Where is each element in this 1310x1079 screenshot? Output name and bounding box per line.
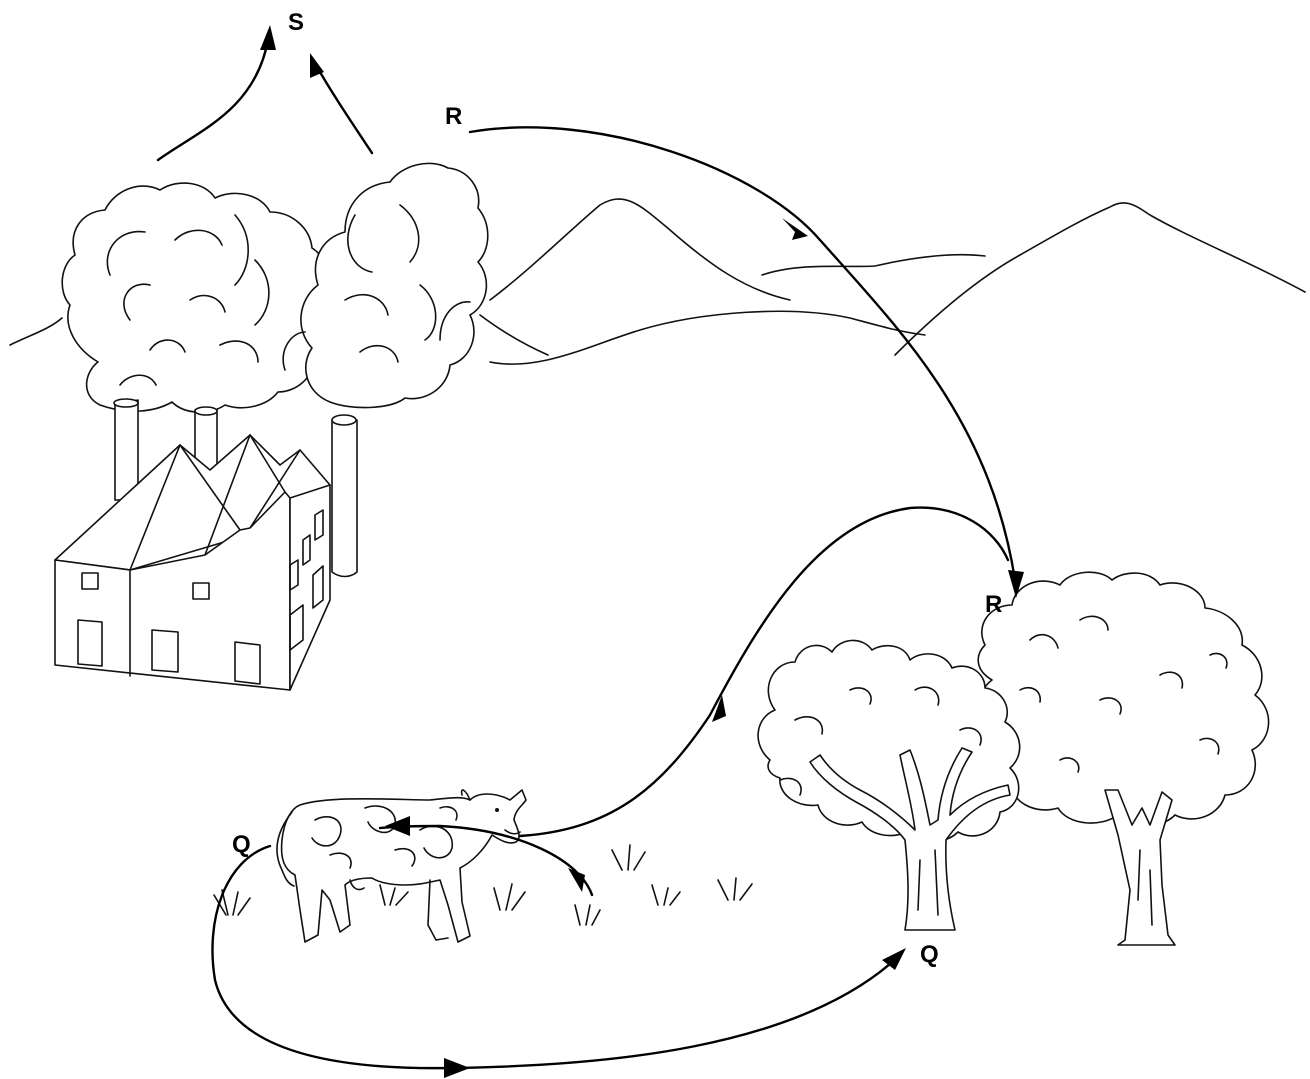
label-q-cow: Q xyxy=(232,831,251,858)
arrow-to-s-left xyxy=(156,38,270,162)
labels: S R R Q Q xyxy=(232,9,1002,968)
flow-arrows xyxy=(156,25,1024,1078)
arrow-cow-to-tree-base xyxy=(211,844,902,1070)
arrow-cow-to-trees xyxy=(518,506,1010,838)
label-r-cloud: R xyxy=(445,103,462,130)
grass-icon xyxy=(213,844,753,926)
label-q-tree: Q xyxy=(920,941,939,968)
arrow-r-to-trees xyxy=(468,126,1017,582)
mountain-icon xyxy=(9,198,1306,365)
label-s: S xyxy=(288,9,304,36)
arrow-to-s-right xyxy=(314,63,374,155)
smoke-cloud-icon xyxy=(61,162,489,413)
label-r-trees: R xyxy=(985,591,1002,618)
factory-icon xyxy=(54,434,331,691)
cow-icon xyxy=(276,789,527,943)
tree-icon xyxy=(757,571,1270,946)
